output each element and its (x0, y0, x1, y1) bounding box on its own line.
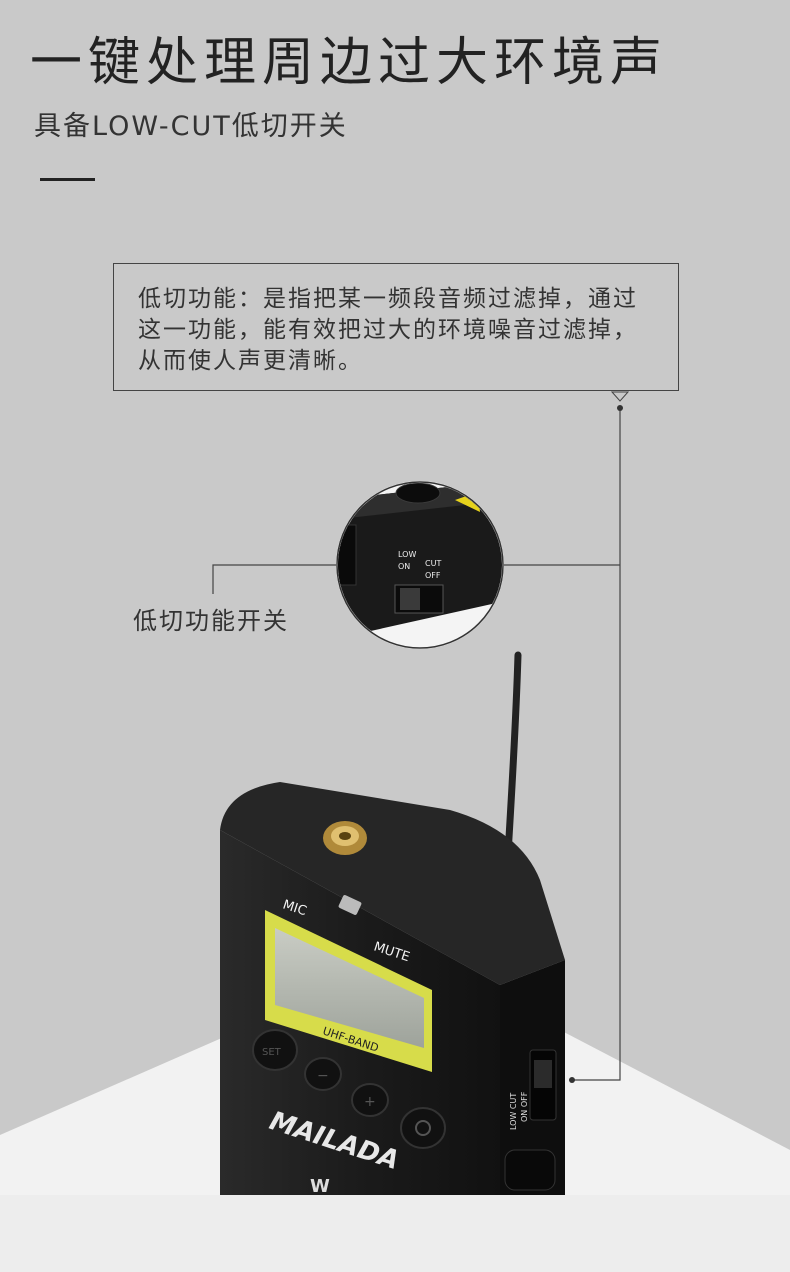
zoom-detail: LOW ON CUT OFF (336, 481, 504, 649)
minus-button-label: − (317, 1068, 329, 1084)
zoom-low-label: LOW (398, 550, 416, 559)
antenna (503, 651, 522, 874)
callout-text: 低切功能：是指把某一频段音频过滤掉，通过这一功能，能有效把过大的环境噪音过滤掉，… (138, 286, 638, 374)
status-led (338, 895, 362, 915)
set-button-label: SET (262, 1047, 282, 1058)
zoom-switch-knob (400, 588, 420, 610)
bottom-band (0, 1195, 790, 1272)
plus-button-label: + (364, 1094, 376, 1110)
callout-box: 低切功能：是指把某一频段音频过滤掉，通过这一功能，能有效把过大的环境噪音过滤掉，… (113, 263, 679, 391)
side-port (504, 1149, 556, 1191)
zoom-cut-label: CUT (425, 559, 441, 568)
device-top (220, 782, 565, 985)
pointer-dot (617, 405, 623, 411)
mic-label: MIC (281, 898, 309, 920)
switch-dot (569, 1077, 575, 1083)
page-title: 一键处理周边过大环境声 (30, 33, 669, 93)
side-switch-state-label: ON OFF (520, 1091, 529, 1122)
leader-lines (212, 408, 621, 1081)
side-switch-label: LOW CUT (509, 1093, 518, 1130)
switch-caption: 低切功能开关 (133, 607, 289, 635)
lcd-screen (275, 928, 424, 1048)
page-subtitle: 具备LOW-CUT低切开关 (34, 111, 348, 142)
model-label: W (310, 1176, 330, 1197)
button-minus[interactable]: − (304, 1057, 342, 1091)
button-set[interactable]: SET (252, 1029, 298, 1071)
zoom-on-label: ON (398, 562, 410, 571)
button-power[interactable] (400, 1107, 446, 1149)
button-plus[interactable]: + (351, 1083, 389, 1117)
power-icon (415, 1120, 431, 1136)
callout-pointer (610, 391, 630, 402)
title-divider (40, 178, 95, 181)
zoom-off-label: OFF (425, 571, 441, 580)
